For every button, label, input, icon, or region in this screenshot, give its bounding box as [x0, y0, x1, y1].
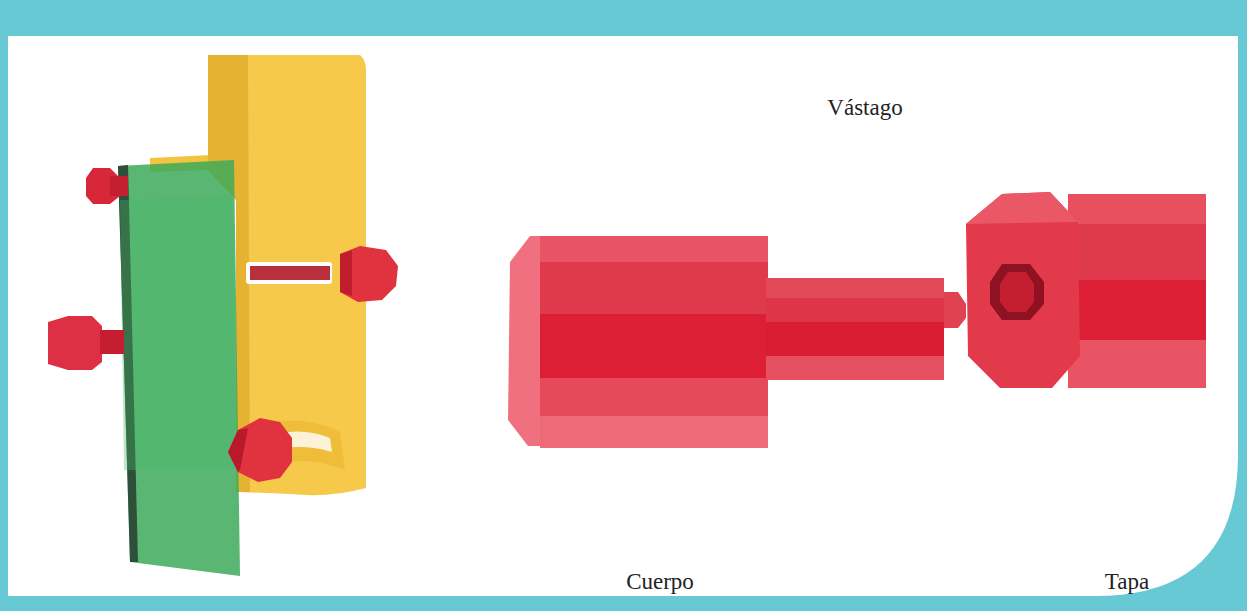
body-part	[508, 236, 768, 448]
cap-part	[966, 192, 1206, 388]
panel	[8, 36, 1238, 596]
part-label: Vástago	[827, 94, 902, 122]
rod-part	[766, 278, 966, 380]
part-label: Cuerpo	[626, 568, 694, 596]
part-label: Tapa	[1105, 568, 1149, 596]
assembly	[48, 55, 398, 576]
